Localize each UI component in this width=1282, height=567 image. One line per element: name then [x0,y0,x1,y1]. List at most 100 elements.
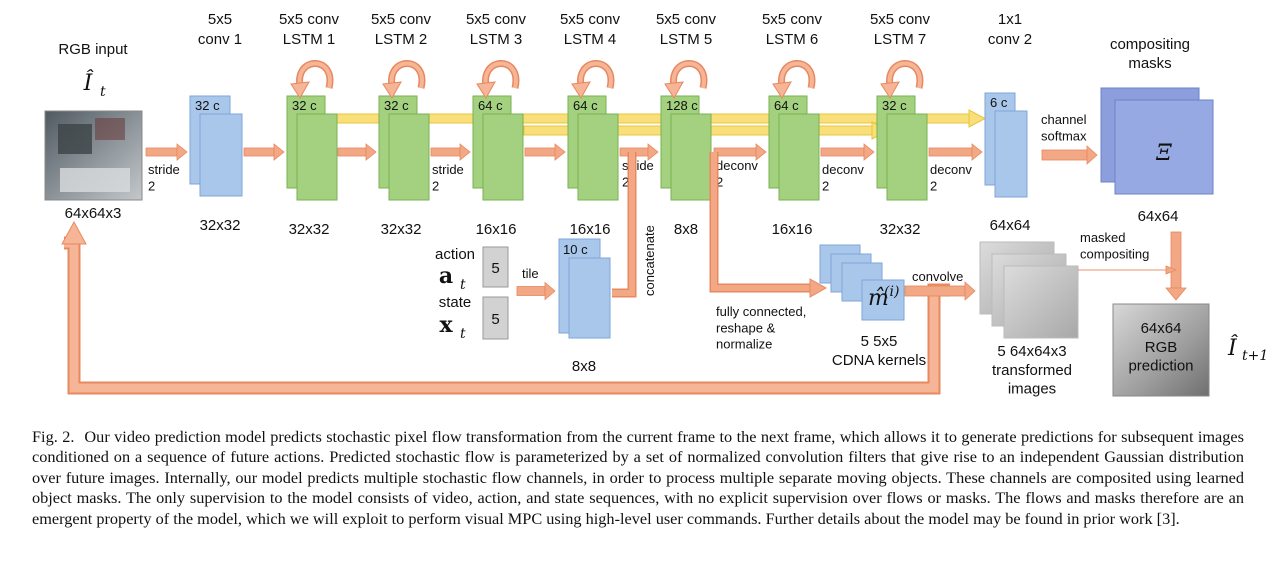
caption-label: Fig. 2. [32,427,75,446]
arrow-conv1-lstm1 [243,143,285,161]
layer-name-1: 5x5 [208,11,232,28]
arrow-conv2-masks [1041,145,1098,165]
arrow-tile [516,281,556,301]
layer-block-1: 32 c 5x5 conv 1 32x32 [189,11,243,234]
layer-channels-5: 64 c [573,98,598,113]
input-title: RGB input [58,41,128,58]
layer-size-7: 16x16 [772,221,813,238]
layer-channels-2: 32 c [292,98,317,113]
concatenate-label: concatenate [642,225,657,296]
action-dim: 5 [491,260,499,277]
layer-size-3: 32x32 [381,221,422,238]
layer-name-8: LSTM 7 [874,31,927,48]
arrow-concatenate [612,152,637,298]
layer-name-3: 5x5 conv [371,11,432,28]
tile-size: 8x8 [572,358,596,375]
layer-name-4: LSTM 3 [470,31,523,48]
prediction-symbol: Î [1227,334,1238,361]
arrow-lstm1-lstm2 [337,143,377,161]
layer-name-5: LSTM 4 [564,31,617,48]
layer-name-5: 5x5 conv [560,11,621,28]
layer-channels-4: 64 c [478,98,503,113]
arrow-fully-connected [709,152,828,298]
arrow-lstm2-lstm3 [430,143,471,161]
layer-name-3: LSTM 2 [375,31,428,48]
caption-text: Our video prediction model predicts stoc… [32,427,1244,528]
input-symbol: Î [83,69,94,96]
layer-name-7: 5x5 conv [762,11,823,28]
layer-name-2: 5x5 conv [279,11,340,28]
layer-name-1: conv 1 [198,31,242,48]
layer-name-9: conv 2 [988,31,1032,48]
layer-name-8: 5x5 conv [870,11,931,28]
layer-name-4: 5x5 conv [466,11,527,28]
arrow-lstm7-conv2 [928,143,983,161]
layer-name-6: 5x5 conv [656,11,717,28]
rgb-input: RGB input Î t 64x64x3 [44,41,143,222]
input-subscript: t [100,84,106,100]
arrow-convolve [904,281,976,301]
layer-channels-7: 64 c [774,98,799,113]
layer-size-4: 16x16 [476,221,517,238]
tile-channels: 10 c [563,242,588,257]
layer-name-9: 1x1 [998,11,1022,28]
layer-size-9: 64x64 [990,217,1031,234]
layer-channels-1: 32 c [195,98,220,113]
arrow-transformed-to-compositing [1077,265,1178,275]
tile-block: 10 c 8x8 [558,238,611,375]
layer-name-6: LSTM 5 [660,31,713,48]
arrow-masked-compositing [1165,231,1187,301]
cdna-superscript: (i) [884,284,899,300]
prediction-subscript: t+1 [1242,348,1268,364]
layer-channels-3: 32 c [384,98,409,113]
layer-name-7: LSTM 6 [766,31,819,48]
layer-size-1: 32x32 [200,217,241,234]
action-label: action [435,246,475,263]
layer-size-6: 8x8 [674,221,698,238]
arrow-lstm3-lstm4 [524,143,566,161]
figure-caption: Fig. 2.Our video prediction model predic… [32,427,1244,529]
action-input: action a t 5 [435,246,509,293]
layer-size-5: 16x16 [570,221,611,238]
xi-symbol: Ξ [1155,141,1172,166]
layer-size-8: 32x32 [880,221,921,238]
arrow-input-conv1 [145,143,188,161]
tile-label: tile [522,266,539,281]
action-subscript: t [460,277,466,293]
flow-arrows [145,143,1187,301]
fully-connected-label: fully connected,reshape &normalize [716,304,806,352]
state-dim: 5 [491,311,499,328]
state-input: state x t 5 [439,294,509,342]
state-symbol: x [439,312,453,338]
layer-size-2: 32x32 [289,221,330,238]
compositing-masks-size: 64x64 [1138,208,1179,225]
state-subscript: t [460,326,466,342]
arrow-lstm6-lstm7 [820,143,875,161]
layer-name-2: LSTM 1 [283,31,336,48]
cdna-symbol: m̂ [868,286,889,311]
